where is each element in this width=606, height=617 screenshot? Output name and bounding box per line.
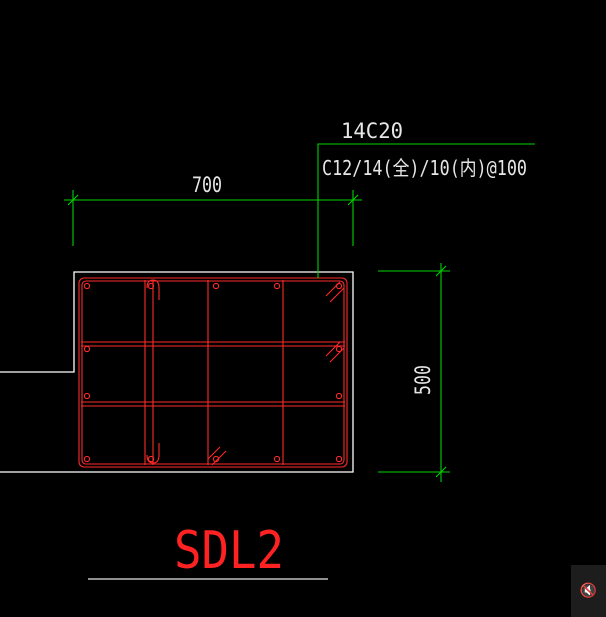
rebar-dot	[273, 455, 281, 463]
rebar-leader	[317, 143, 535, 278]
rebar-cage	[78, 277, 348, 468]
stirrup-hook	[325, 281, 345, 303]
outer-stirrup-inner	[81, 280, 345, 465]
dim-tick	[435, 265, 447, 277]
outer-stirrup	[78, 277, 348, 468]
concrete-outline	[0, 271, 354, 473]
dim-tick	[67, 194, 79, 206]
rebar-dot	[212, 455, 220, 463]
speaker-muted-icon: 🔇	[579, 583, 598, 599]
width-dimension	[64, 190, 362, 246]
rebar-dot	[335, 345, 343, 353]
mute-button[interactable]: 🔇	[571, 565, 606, 617]
height-dimension	[378, 263, 450, 482]
rebar-dot	[212, 282, 220, 290]
stirrup-hook	[146, 279, 160, 300]
leader-label-stirrups: C12/14(全)/10(内)@100	[322, 156, 527, 180]
slab-top-edge	[0, 271, 354, 473]
rebar-dot	[83, 282, 91, 290]
rebar-dot	[335, 392, 343, 400]
rebar-dot	[273, 282, 281, 290]
rebar-dot	[335, 282, 343, 290]
rebar-dot	[83, 455, 91, 463]
rebar-dot	[83, 345, 91, 353]
leader-label-main-bars: 14C20	[341, 119, 403, 143]
height-dimension-label: 500	[411, 365, 435, 395]
width-dimension-label: 700	[192, 173, 222, 197]
rebar-dot	[147, 455, 155, 463]
rebar-dot	[147, 282, 155, 290]
stirrup-hook	[207, 446, 227, 466]
dim-tick	[347, 194, 359, 206]
stirrup-hook	[325, 341, 345, 363]
rebar-dot	[335, 455, 343, 463]
section-title: SDL2	[174, 521, 284, 581]
rebar-dot	[83, 392, 91, 400]
dim-tick	[435, 466, 447, 478]
stirrup-hook	[146, 443, 160, 464]
